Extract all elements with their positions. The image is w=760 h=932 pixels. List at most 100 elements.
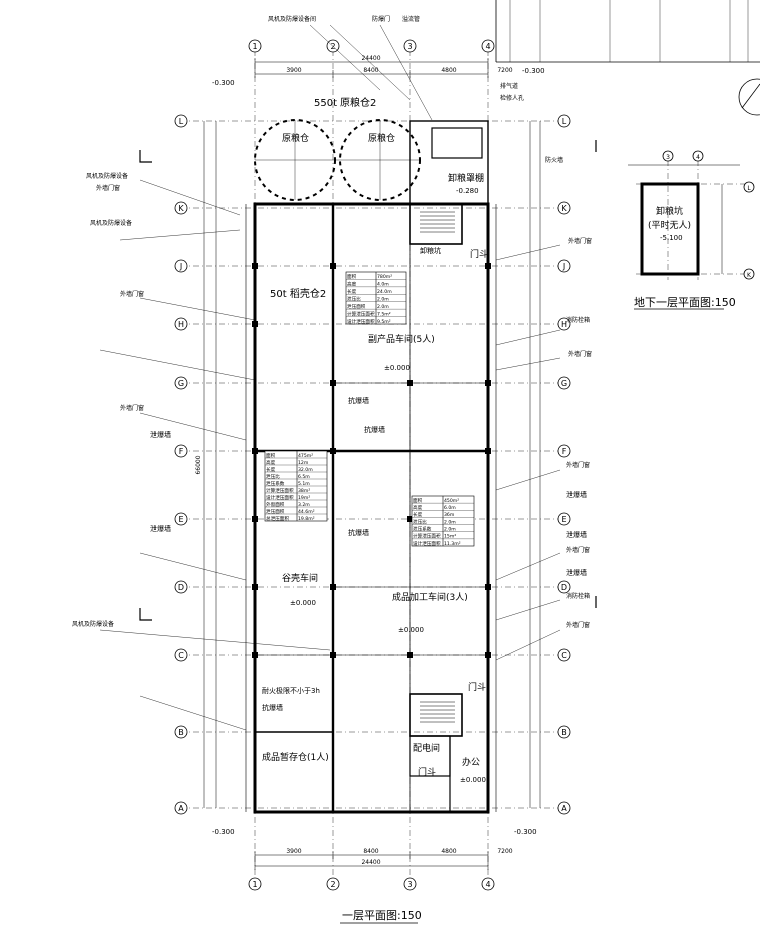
table-cell-value: 2.0m [377, 304, 389, 310]
wall-blast-4: 抗爆墙 [262, 703, 283, 712]
axis-bubbles-sides [174, 114, 571, 815]
table-cell-value: 2.0m [444, 527, 456, 533]
note-top-5: 检修人孔 [500, 94, 524, 102]
table-cell-value: 32.0m [298, 467, 313, 473]
silos [254, 119, 421, 201]
wall-relief-4: 泄爆墙 [566, 530, 587, 539]
elev-processing: ±0.000 [398, 626, 424, 634]
table-cell-value: 4.0m [377, 282, 389, 288]
silo-2-label: 原粮仓2 [340, 96, 376, 109]
table-cell-value: 5.1m [298, 481, 310, 487]
pit-room-label: 卸粮坑 [656, 205, 683, 217]
elev-right-bottom: -0.300 [514, 828, 537, 836]
axis-label-3-top: 3 [407, 42, 412, 51]
axis-label-B-right: B [561, 728, 567, 737]
note-left-1: 风机及防爆设备 [86, 172, 128, 180]
note-right-4: 外墙门窗 [566, 461, 590, 469]
table-cell-label: 泄压比 [347, 296, 361, 303]
note-right-3: 消防栓箱 [566, 316, 590, 324]
table-cell-label: 面积 [266, 452, 276, 459]
elev-office: ±0.000 [460, 776, 486, 784]
leader-lines [99, 24, 561, 731]
table-cell-label: 设计泄压面积 [347, 318, 375, 325]
pit-axis-4: 4 [696, 154, 700, 161]
axis-label-D-left: D [178, 583, 184, 592]
dim-span-top-1: 3900 [286, 67, 301, 74]
axis-label-A-right: A [561, 804, 567, 813]
axis-bubbles-top [248, 39, 495, 53]
table-cell-value: 19m² [298, 495, 310, 501]
section-marks [139, 140, 597, 621]
note-right-6: 消防栓箱 [566, 592, 590, 600]
table-cell-value: 9.5m² [377, 319, 391, 325]
note-top-2: 防爆门 [372, 15, 390, 23]
table-cell-value: 24.0m [377, 289, 392, 295]
table-cell-label: 设计泄压面积 [266, 494, 294, 501]
note-left-6: 风机及防爆设备 [72, 620, 114, 628]
wall-relief-5: 泄爆墙 [566, 568, 587, 577]
table-cell-value: 15m² [444, 534, 456, 540]
table-cell-label: 泄压系数 [266, 480, 285, 487]
table-cell-label: 泄压比 [266, 473, 280, 480]
dim-total-bottom: 24400 [361, 859, 380, 866]
note-top-1: 风机及防爆设备间 [268, 15, 316, 23]
silo-capacity: 550t [314, 98, 337, 109]
columns [252, 263, 491, 658]
main-title: 一层平面图:150 [342, 909, 422, 922]
table-cell-label: 高度 [266, 459, 276, 466]
note-right-1: 外墙门窗 [568, 237, 592, 245]
table-cell-value: 38m² [298, 488, 310, 494]
table-top-frame [345, 271, 407, 325]
axis-label-F-left: F [179, 447, 184, 456]
elev-left-bottom: -0.300 [212, 828, 235, 836]
axis-label-E-left: E [178, 515, 183, 524]
pit-elevation: -5.100 [660, 234, 683, 242]
table-cell-label: 总泄压面积 [266, 515, 289, 522]
dim-total-top: 24400 [361, 55, 380, 62]
room-power: 配电间 [413, 742, 440, 754]
table-cell-value: 7.5m² [377, 311, 391, 317]
room-husking: 谷壳车间 [282, 572, 318, 584]
table-cell-label: 泄压比 [413, 518, 427, 525]
dim-span-top-4: 7200 [497, 67, 512, 74]
pit-unmanned-note: (平时无人) [648, 219, 691, 231]
note-top-4: 排气道 [500, 82, 518, 90]
pit-axis-L: L [747, 185, 751, 192]
room-office: 办公 [462, 756, 480, 768]
table-cell-label: 高度 [347, 281, 357, 288]
axis-label-1-top: 1 [252, 42, 257, 51]
axis-label-E-right: E [561, 515, 566, 524]
note-right-5: 外墙门窗 [566, 546, 590, 554]
dim-span-bottom-1: 3900 [286, 848, 301, 855]
table-cell-value: 3.2m [298, 502, 310, 508]
door-label-b: 门斗 [468, 681, 486, 693]
wall-blast-3: 抗爆墙 [348, 528, 369, 537]
door-label-c: 门斗 [418, 766, 436, 778]
note-top-6: 防火墙 [545, 156, 563, 164]
note-right-2: 外墙门窗 [568, 350, 592, 358]
dim-span-top-3: 4800 [441, 67, 456, 74]
pit-axis-3: 3 [666, 154, 670, 161]
table-cell-value: 19.8m² [298, 516, 315, 522]
dim-span-bottom-4: 7200 [497, 848, 512, 855]
table-cell-value: 6.0m [444, 505, 456, 511]
table-cell-label: 长度 [266, 466, 276, 473]
table-right-frame [411, 495, 475, 547]
room-hull-bin: 50t 稻壳仓2 [270, 287, 326, 300]
table-cell-label: 计算泄压面积 [413, 533, 441, 540]
table-cell-value: 6.5m [298, 474, 310, 480]
table-cell-label: 设计泄压面积 [413, 540, 441, 547]
dim-span-bottom-2: 8400 [363, 848, 378, 855]
note-top-3: 溢流管 [402, 15, 420, 23]
axis-label-4-bottom: 4 [485, 880, 490, 889]
axis-label-C-left: C [178, 651, 184, 660]
wall-relief-2: 泄爆墙 [150, 524, 171, 533]
dim-span-bottom-3: 4800 [441, 848, 456, 855]
table-cell-label: 面积 [347, 273, 357, 280]
table-cell-value: 475m² [298, 453, 313, 459]
note-left-3: 风机及防爆设备 [90, 219, 132, 227]
elev-husking: ±0.000 [290, 599, 316, 607]
room-finished: 成品加工车间(3人) [392, 591, 468, 603]
